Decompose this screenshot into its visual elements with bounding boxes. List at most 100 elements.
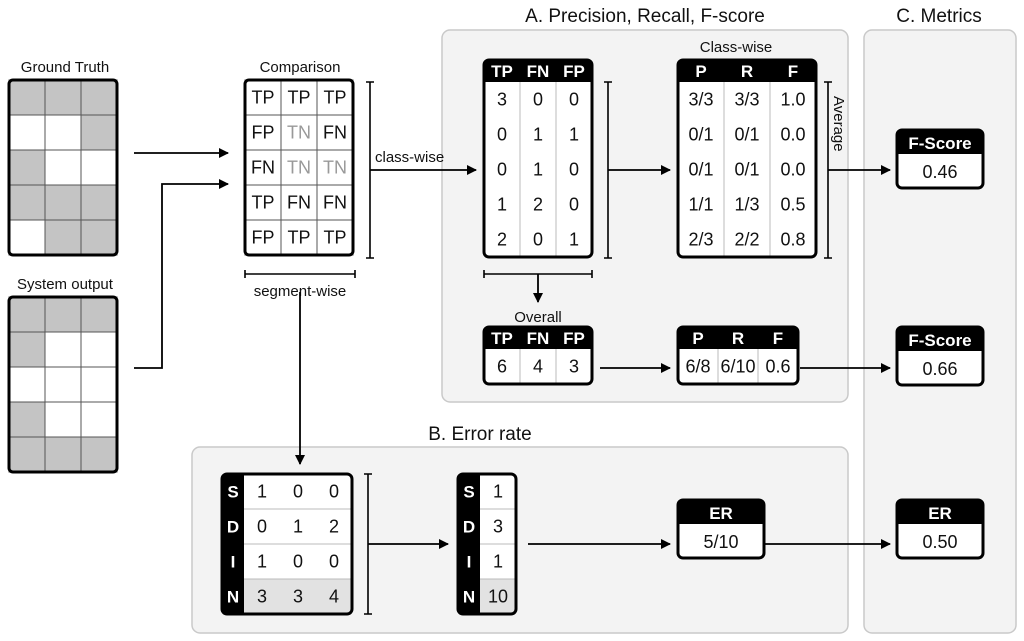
classwise-prf-title: Class-wise xyxy=(700,39,773,56)
classwise-counts-cell: 0 xyxy=(533,230,543,250)
sdin-total-label-bar xyxy=(458,474,480,614)
comparison-cell-text: TN xyxy=(287,123,311,143)
overall-prf-header: R xyxy=(732,329,744,348)
comparison-cell-text: TP xyxy=(287,228,310,248)
ground-truth-cell xyxy=(44,184,82,221)
comparison-cell-text: FN xyxy=(251,158,275,178)
comparison-cell-text: FP xyxy=(251,228,274,248)
sdin-cell: 0 xyxy=(293,552,303,572)
classwise-counts-cell: 3 xyxy=(497,90,507,110)
classwise-counts-frame xyxy=(482,58,594,259)
classwise-counts-cell: 1 xyxy=(533,125,543,145)
system-output-cell xyxy=(44,366,82,403)
sdin-cell: 0 xyxy=(329,552,339,572)
classwise-prf-frame xyxy=(676,58,818,259)
classwise-prf-cell: 3/3 xyxy=(688,90,713,110)
sdin-total-row-label: D xyxy=(463,518,475,537)
comparison-cell-text: TN xyxy=(323,158,347,178)
average-label: Average xyxy=(830,96,847,152)
sdin-total-frame xyxy=(456,472,518,616)
classwise-prf-cell: 2/2 xyxy=(734,230,759,250)
classwise-prf-bg xyxy=(678,60,816,257)
sdin-cell: 0 xyxy=(257,517,267,537)
comparison-cell-text: TN xyxy=(287,158,311,178)
sdin-total-cell: 1 xyxy=(493,482,503,502)
overall-title: Overall xyxy=(514,309,562,326)
comparison-cell-text: TP xyxy=(323,228,346,248)
system-output-grid xyxy=(7,295,119,474)
overall-counts-header: FN xyxy=(527,329,550,348)
ground-truth-cell xyxy=(44,219,82,256)
sdin-row-label: N xyxy=(227,588,239,607)
ground-truth-cell xyxy=(44,114,82,151)
er-box: ER 5/10 xyxy=(676,498,766,560)
sdin-row-label: S xyxy=(227,483,238,502)
metric-fscore-classwise-value: 0.46 xyxy=(922,162,957,182)
sdin-cell: 0 xyxy=(293,482,303,502)
sdin-total-total-row xyxy=(480,579,516,614)
overall-prf-header: P xyxy=(692,329,703,348)
classwise-prf-header: F xyxy=(788,62,798,81)
classwise-counts-cell: 1 xyxy=(569,125,579,145)
ground-truth-cell xyxy=(80,219,118,256)
system-output-frame xyxy=(7,295,119,474)
ground-truth-cell xyxy=(8,79,46,116)
overall-counts-header: TP xyxy=(491,329,513,348)
ground-truth-cell xyxy=(80,149,118,186)
overall-counts-header-bar xyxy=(484,327,592,349)
sdin-cell: 4 xyxy=(329,587,339,607)
connectors xyxy=(134,148,891,549)
classwise-counts-cell: 2 xyxy=(533,195,543,215)
section-title-metrics: C. Metrics xyxy=(896,6,982,27)
classwise-counts-cell: 0 xyxy=(497,125,507,145)
sdin-total-cell: 1 xyxy=(493,552,503,572)
ground-truth-title: Ground Truth xyxy=(21,59,109,76)
classwise-prf-cell: 1.0 xyxy=(780,90,805,110)
overall-counts-frame xyxy=(482,325,594,386)
section-title-precision-recall: A. Precision, Recall, F-score xyxy=(525,6,765,27)
classwise-counts-cell: 0 xyxy=(533,90,543,110)
ground-truth-cell xyxy=(80,114,118,151)
classwise-prf-cell: 0/1 xyxy=(734,160,759,180)
overall-counts-cell: 6 xyxy=(497,357,507,377)
metric-fscore-classwise: F-Score 0.46 xyxy=(895,128,985,190)
sdin-cell: 3 xyxy=(293,587,303,607)
section-title-error-rate: B. Error rate xyxy=(428,424,531,445)
system-output-cell xyxy=(44,401,82,438)
classwise-counts-bg xyxy=(484,60,592,257)
sdin-total-row-label: I xyxy=(467,553,472,572)
ground-truth-cell xyxy=(44,149,82,186)
sdin-cell: 2 xyxy=(329,517,339,537)
overall-prf-header: F xyxy=(773,329,783,348)
comparison-title: Comparison xyxy=(260,59,341,76)
comparison-bg xyxy=(245,80,353,255)
classwise-counts-header: FP xyxy=(563,62,585,81)
classwise-counts-cell: 0 xyxy=(569,160,579,180)
classwise-counts-cell: 2 xyxy=(497,230,507,250)
comparison-cell-text: TP xyxy=(323,88,346,108)
system-output-cell xyxy=(8,296,46,333)
sdin-total-row xyxy=(244,579,352,614)
ground-truth-cell xyxy=(8,184,46,221)
classwise-counts-header-bar xyxy=(484,60,592,82)
comparison-cell-text: TP xyxy=(287,88,310,108)
system-output-cell xyxy=(80,331,118,368)
classwise-prf-cell: 1/1 xyxy=(688,195,713,215)
sdin-cell: 1 xyxy=(293,517,303,537)
classwise-counts-cell: 0 xyxy=(497,160,507,180)
ground-truth-cell xyxy=(8,114,46,151)
metric-er-value: 0.50 xyxy=(922,532,957,552)
sdin-label-bar xyxy=(222,474,244,614)
classwise-counts-cell: 1 xyxy=(569,230,579,250)
overall-counts-header: FP xyxy=(563,329,585,348)
ground-truth-frame xyxy=(7,78,119,257)
classwise-counts-cell: 0 xyxy=(569,90,579,110)
overall-prf-header-bar xyxy=(678,327,798,349)
classwise-prf-cell: 3/3 xyxy=(734,90,759,110)
overall-prf-cell: 6/10 xyxy=(720,357,755,377)
